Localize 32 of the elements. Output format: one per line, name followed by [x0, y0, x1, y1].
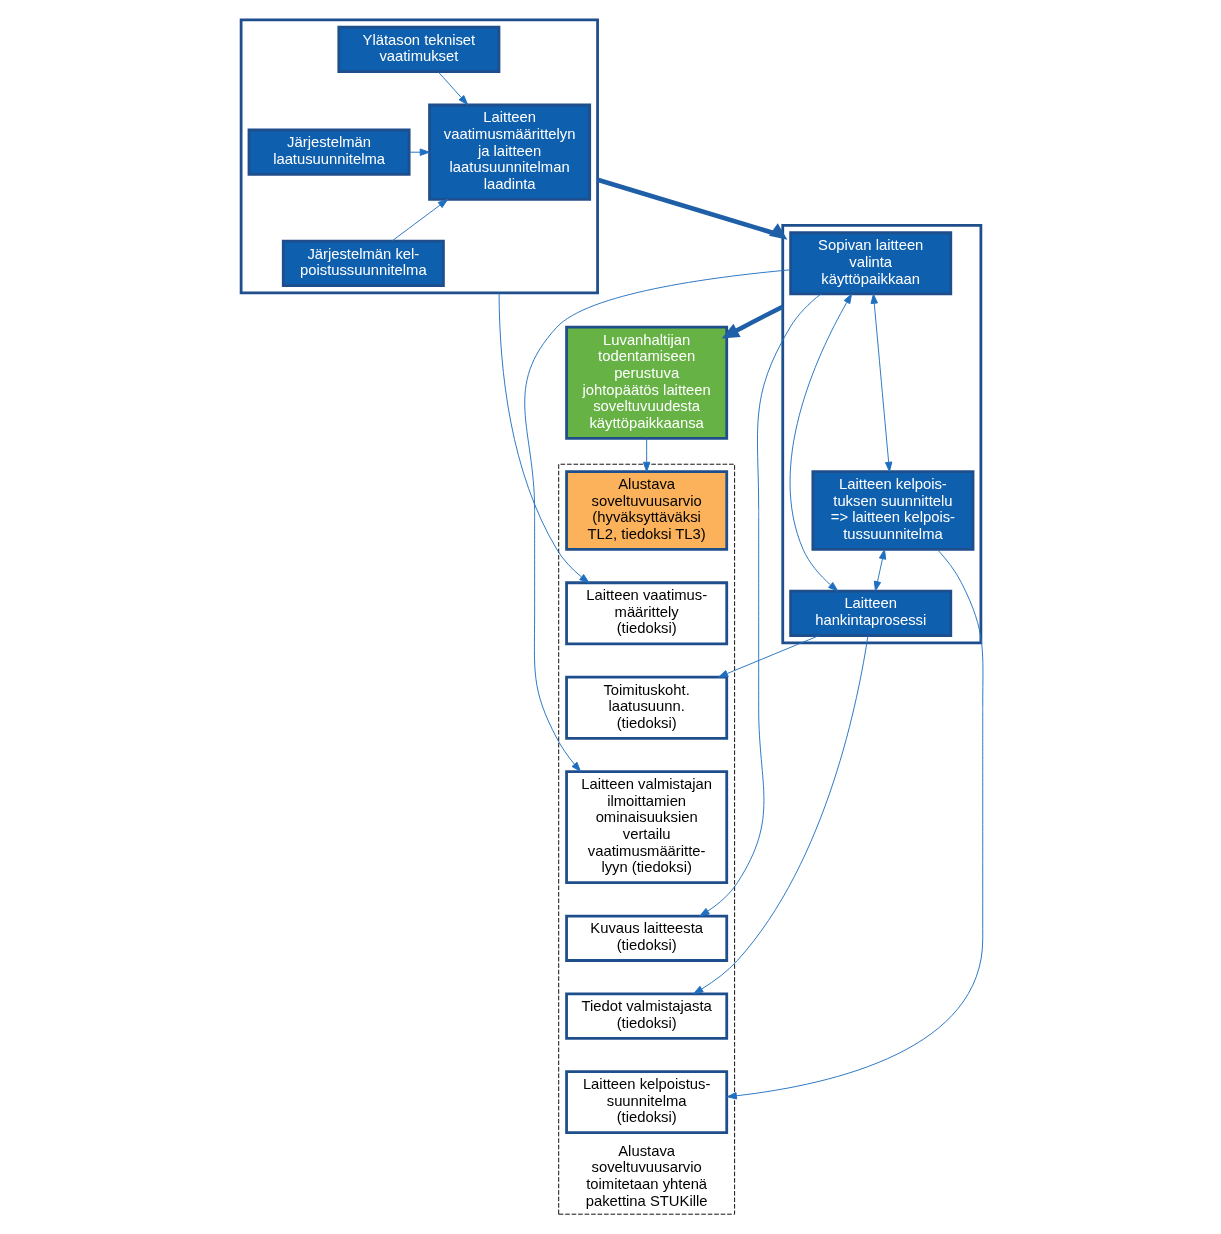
- node-box: Laitteen kelpoistus- suunnitelma (tiedoksi): [564, 1070, 728, 1135]
- arrow: [596, 177, 787, 240]
- node-box: Tiedot valmistajasta (tiedoksi): [564, 992, 728, 1040]
- node-box: Ylätason tekniset vaatimukset: [336, 25, 500, 74]
- node-box: Luvanhaltijan todentamiseen perustuva johtopäätös laitteen soveltuvuudesta käyttöpaikkaansa: [564, 325, 728, 440]
- arrow: [698, 293, 821, 917]
- arrow: [870, 293, 892, 472]
- arrow: [642, 438, 650, 472]
- node-box: Toimituskoht. laatusuunn. (tiedoksi): [564, 675, 728, 740]
- cluster: [239, 18, 599, 295]
- node-box: Laitteen vaatimus- määrittely (tiedoksi): [564, 581, 728, 646]
- arrow: [789, 293, 852, 592]
- node-box: Järjestelmän kel- poistussuunnitelma: [281, 239, 445, 287]
- node-box: Laitteen valmistajan ilmoittamien ominaisuuksien vertailu vaatimusmääritte- lyyn (tiedoksi): [564, 770, 728, 885]
- arrow: [721, 304, 784, 339]
- arrow: [692, 635, 868, 995]
- arrow: [498, 292, 589, 584]
- arrow: [391, 199, 448, 242]
- node-box: Sopivan laitteen valinta käyttöpaikkaan: [788, 231, 952, 296]
- node-box: Laitteen kelpois- tuksen suunnittelu => laitteen kelpois- tussuunnitelma: [810, 470, 974, 551]
- arrow: [437, 71, 468, 106]
- node-box: Laitteen hankintaprosessi: [788, 589, 952, 637]
- node-box: Kuvaus laitteesta (tiedoksi): [564, 914, 728, 962]
- arrow: [523, 269, 791, 772]
- node-box: Järjestelmän laatusuunnitelma: [247, 128, 411, 176]
- arrow: [408, 148, 430, 156]
- arrow: [873, 549, 886, 592]
- cluster: [780, 223, 982, 645]
- arrow: [717, 635, 819, 678]
- node-box: Alustava soveltuvuusarvio (hyväksyttäväksi TL2, tiedoksi TL3): [564, 470, 728, 551]
- node-box: Laitteen vaatimusmäärittelyn ja laitteen laatusuunnitelman laadinta: [427, 103, 591, 201]
- arrow: [726, 549, 983, 1100]
